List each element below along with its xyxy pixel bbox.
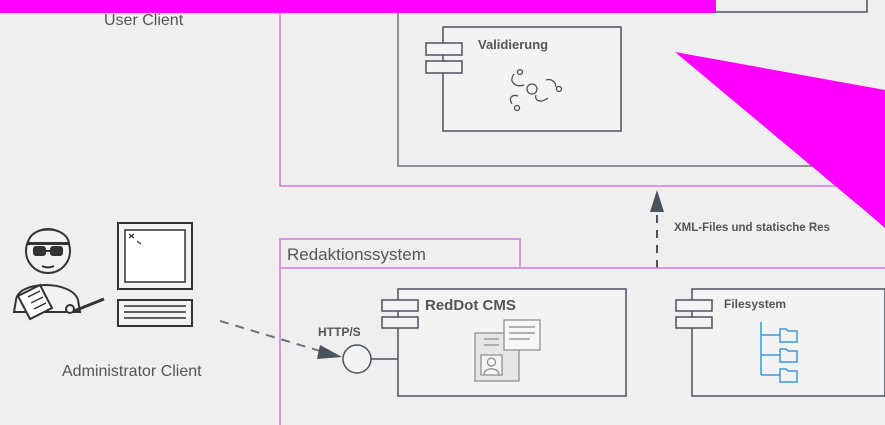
- redaktionssystem-title: Redaktionssystem: [287, 245, 426, 264]
- upper-package-frame: [279, 0, 885, 187]
- redaktionssystem-package: [279, 238, 885, 425]
- https-interface: [219, 320, 398, 374]
- xml-files-label: XML-Files und statische Res: [674, 222, 830, 234]
- folder-tree-icon: [760, 322, 798, 383]
- administrator-computer-icon: [117, 222, 193, 327]
- magenta-wedge: [675, 52, 885, 228]
- upper-inner-container: [397, 0, 885, 167]
- xml-upload-arrow: [650, 190, 664, 268]
- administrator-client-label: Administrator Client: [62, 363, 202, 380]
- validierung-label: Validierung: [478, 37, 549, 52]
- reddot-cms-component: [381, 288, 627, 397]
- process-cycle-icon: [509, 68, 563, 112]
- magenta-banner: [0, 0, 716, 13]
- top-box-right: [691, 0, 868, 13]
- filesystem-component: [675, 288, 885, 397]
- cms-document-icon: [474, 319, 541, 382]
- administrator-person-icon: [12, 228, 105, 321]
- user-client-label: User Client: [104, 12, 184, 29]
- reddot-cms-label: RedDot CMS: [425, 297, 516, 314]
- https-label: HTTP/S: [318, 325, 361, 339]
- filesystem-label: Filesystem: [724, 297, 787, 311]
- validierung-component: [425, 26, 622, 132]
